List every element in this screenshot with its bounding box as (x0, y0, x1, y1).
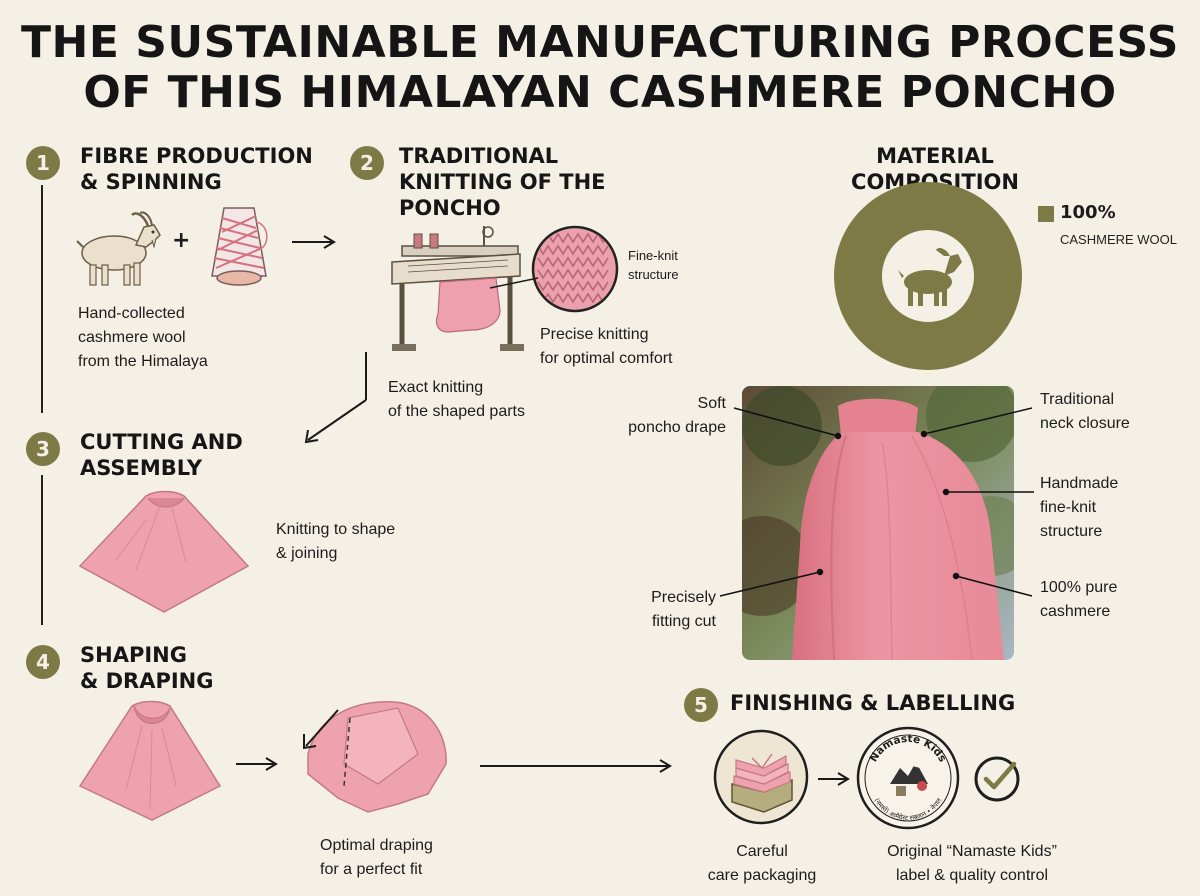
step-3-title: CUTTING AND ASSEMBLY (80, 430, 243, 480)
fine-knit-detail-icon (531, 225, 619, 313)
step-4-number: 4 (26, 645, 60, 679)
step-5-packaging-caption: Careful care packaging (707, 843, 817, 884)
knitting-machine-illustration (391, 226, 524, 351)
step-2-number: 2 (350, 146, 384, 180)
callout-fitting-cut: Precisely fitting cut (651, 589, 716, 630)
arrow-step1-to-step2 (292, 235, 336, 249)
page-title: THE SUSTAINABLE MANUFACTURING PROCESS OF… (0, 18, 1200, 118)
goat-illustration (76, 211, 161, 286)
step-1-title: FIBRE PRODUCTION & SPINNING (80, 144, 313, 194)
step-3-caption: Knitting to shape & joining (276, 521, 396, 562)
poncho-flat-illustration (78, 490, 250, 613)
plus-sign: + (172, 228, 191, 253)
poncho-fold-illustration (303, 701, 447, 813)
composition-donut-chart (834, 182, 1022, 370)
timeline-line-1 (41, 185, 43, 413)
composition-percent: 100% (1060, 202, 1116, 223)
composition-material: CASHMERE WOOL (1060, 232, 1178, 247)
quality-check-icon (974, 756, 1020, 802)
arrow-packaging-to-label (818, 772, 850, 786)
callout-handmade: Handmade fine-knit structure (1040, 475, 1119, 540)
step-5-number: 5 (684, 688, 718, 722)
step-4-caption: Optimal draping for a perfect fit (320, 837, 433, 878)
step-1-caption: Hand-collected cashmere wool from the Hi… (78, 305, 208, 370)
callout-neck-closure: Traditional neck closure (1040, 391, 1130, 432)
step-2-title: TRADITIONAL KNITTING OF THE PONCHO (399, 144, 606, 220)
goat-silhouette-icon (898, 248, 962, 306)
composition-donut-ring (834, 182, 1022, 370)
step-5-title: FINISHING & LABELLING (730, 691, 1016, 715)
arrow-step4-a (236, 757, 278, 771)
step-2-caption: Exact knitting of the shaped parts (388, 379, 525, 420)
yarn-cone-illustration (211, 207, 268, 286)
step-3-number: 3 (26, 432, 60, 466)
legend-swatch (1038, 206, 1054, 222)
step-5-label-caption: Original “Namaste Kids” label & quality … (887, 843, 1057, 884)
page-title-line-1: THE SUSTAINABLE MANUFACTURING PROCESS (21, 17, 1179, 68)
page-title-line-2: OF THIS HIMALAYAN CASHMERE PONCHO (83, 67, 1117, 118)
arrow-step2-to-step3 (304, 352, 367, 444)
step-4-title: SHAPING & DRAPING (80, 643, 214, 693)
timeline-line-2 (41, 475, 43, 625)
fine-knit-label: Fine-knit structure (628, 248, 679, 282)
step-2-detail-caption: Precise knitting for optimal comfort (540, 326, 673, 367)
poncho-photo (742, 386, 1014, 660)
packaging-icon (713, 729, 809, 825)
knit-pointer-line (489, 277, 539, 289)
arrow-step4-to-step5 (480, 759, 672, 773)
poncho-draped-illustration (78, 700, 222, 821)
namaste-kids-badge: Namaste Kids (नमस्ते) आमैग्रेस्ट सबलान •… (856, 726, 960, 830)
callout-pure-cashmere: 100% pure cashmere (1040, 579, 1118, 620)
callout-soft-drape: Soft poncho drape (628, 395, 726, 436)
step-1-number: 1 (26, 146, 60, 180)
photo-callout-lines (719, 407, 1034, 597)
